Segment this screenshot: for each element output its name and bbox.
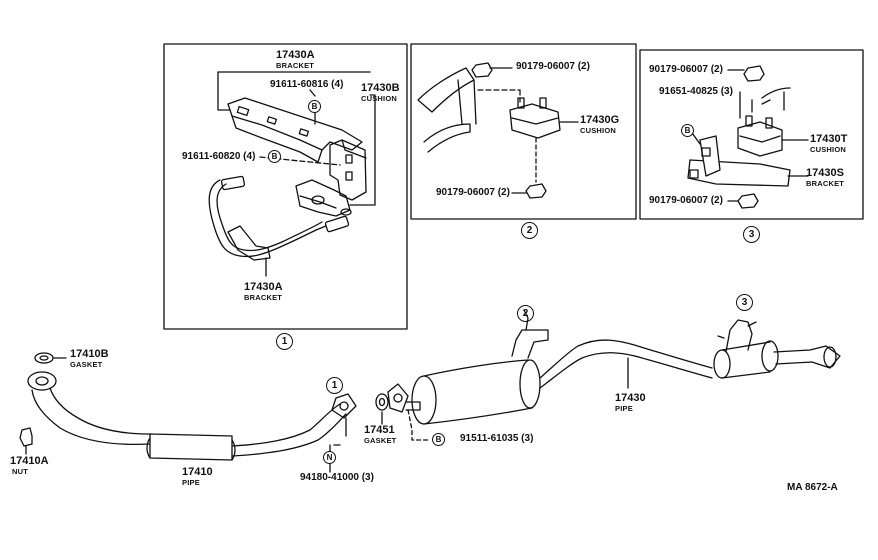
v1-b-mark-b: B [268, 150, 281, 163]
view-number-2: 2 [521, 222, 538, 239]
view3-cushion-assembly [687, 65, 809, 209]
view-number-1: 1 [276, 333, 293, 350]
v3-bracket-desc: BRACKET [806, 179, 845, 188]
v1-bracket-top-part: 17430A [276, 49, 315, 61]
v1-bracket-top-desc: BRACKET [276, 61, 315, 70]
view-number-3: 3 [743, 226, 760, 243]
v2-cushion-desc: CUSHION [580, 126, 616, 135]
nut-part: 17410A [10, 455, 49, 467]
n-mark: N [323, 451, 336, 464]
detail-box-3 [639, 49, 864, 220]
nut-mid-label: 94180-41000 (3) [300, 472, 374, 483]
tail-pipe-part: 17430 [615, 392, 646, 404]
v3-nut-top-label: 90179-06007 (2) [649, 64, 723, 75]
v1-cushion-part: 17430B [361, 82, 400, 94]
b-mark-mid: B [432, 433, 445, 446]
callout-2: 2 [517, 305, 534, 322]
v3-cushion-part: 17430T [810, 133, 848, 145]
main-muffler [375, 309, 713, 441]
view1-bracket-assembly [208, 71, 376, 277]
v1-cushion-desc: CUSHION [361, 94, 397, 103]
v1-b-mark-a: B [308, 100, 321, 113]
v1-bracket-bottom-desc: BRACKET [244, 293, 283, 302]
callout-3: 3 [736, 294, 753, 311]
v3-bracket-part: 17430S [806, 167, 844, 179]
front-pipe-part: 17410 [182, 466, 213, 478]
v2-nut-top-label: 90179-06007 (2) [516, 61, 590, 72]
v2-cushion-part: 17430G [580, 114, 620, 126]
gasket-mid-desc: GASKET [364, 436, 397, 445]
gasket-mid-part: 17451 [364, 424, 395, 436]
tail-pipe-desc: PIPE [615, 404, 633, 413]
nut-desc: NUT [12, 467, 29, 476]
detail-box-1 [163, 43, 408, 330]
gasket-front-part: 17410B [70, 348, 109, 360]
v3-cushion-desc: CUSHION [810, 145, 846, 154]
v3-bolt-label: 91651-40825 (3) [659, 86, 733, 97]
v2-nut-bottom-label: 90179-06007 (2) [436, 187, 510, 198]
front-pipe-desc: PIPE [182, 478, 200, 487]
bolt-mid-label: 91511-61035 (3) [460, 433, 534, 444]
front-pipe [19, 352, 357, 461]
v1-bracket-bottom-part: 17430A [244, 281, 283, 293]
v3-b-mark: B [681, 124, 694, 137]
v3-nut-bottom-label: 90179-06007 (2) [649, 195, 723, 206]
rear-muffler [713, 319, 841, 379]
view2-cushion-assembly [417, 62, 579, 199]
callout-1: 1 [326, 377, 343, 394]
diagram-reference: MA 8672-A [787, 482, 838, 493]
v1-bolt-a-label: 91611-60816 (4) [270, 79, 344, 90]
v1-bolt-b-label: 91611-60820 (4) [182, 151, 256, 162]
gasket-front-desc: GASKET [70, 360, 103, 369]
detail-box-2 [410, 43, 637, 220]
